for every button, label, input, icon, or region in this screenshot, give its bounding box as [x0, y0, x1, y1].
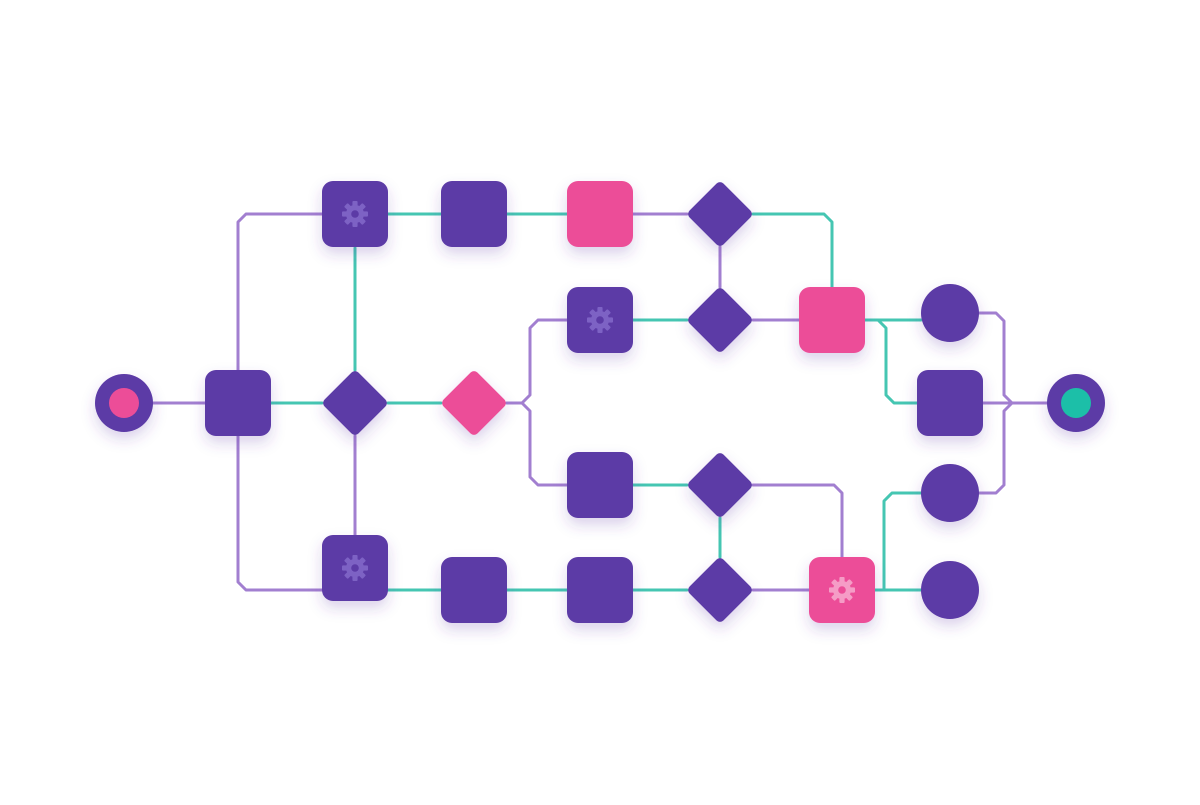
node-pink-decision[interactable]	[440, 369, 508, 437]
node-upper-gear[interactable]	[567, 287, 633, 353]
node-start-core	[109, 388, 139, 418]
gear-icon	[342, 555, 368, 581]
node-bottom-decision[interactable]	[686, 556, 754, 624]
node-lower-decision[interactable]	[686, 451, 754, 519]
node-split[interactable]	[205, 370, 271, 436]
node-mid-decision[interactable]	[321, 369, 389, 437]
edge-top-decision-to-merge-pink	[751, 212, 834, 289]
node-top-task[interactable]	[441, 181, 507, 247]
node-bottom-task-1[interactable]	[441, 557, 507, 623]
edge-pink-decision-to-lower-task	[505, 401, 569, 487]
node-end-core	[1061, 388, 1091, 418]
node-layer	[95, 180, 1105, 624]
node-bottom-pink-gear[interactable]	[809, 557, 875, 623]
gear-icon	[829, 577, 855, 603]
gear-icon	[587, 307, 613, 333]
node-bottom-task-2[interactable]	[567, 557, 633, 623]
node-end[interactable]	[1047, 374, 1105, 432]
edge-split-to-top-gear	[236, 212, 324, 405]
node-top-pink[interactable]	[567, 181, 633, 247]
gear-icon	[342, 201, 368, 227]
edge-split-to-bottom-gear	[236, 401, 324, 592]
node-top-gear[interactable]	[322, 181, 388, 247]
edge-out-circle-1-to-end	[977, 311, 1050, 405]
node-out-circle-1[interactable]	[921, 284, 979, 342]
node-lower-task[interactable]	[567, 452, 633, 518]
edge-pink-decision-to-upper-gear	[505, 318, 569, 405]
edge-out-circle-2-to-end	[977, 401, 1050, 495]
node-out-circle-3[interactable]	[921, 561, 979, 619]
edge-bottom-pink-gear-to-out-circle-2	[873, 491, 923, 592]
node-merge-pink[interactable]	[799, 287, 865, 353]
node-upper-decision[interactable]	[686, 286, 754, 354]
node-bottom-gear[interactable]	[322, 535, 388, 601]
node-start[interactable]	[95, 374, 153, 432]
node-top-decision[interactable]	[686, 180, 754, 248]
node-out-square[interactable]	[917, 370, 983, 436]
edge-layer	[148, 212, 1050, 592]
edge-merge-pink-to-out-square	[863, 318, 919, 405]
node-out-circle-2[interactable]	[921, 464, 979, 522]
edge-lower-decision-to-bottom-pink-gear	[751, 483, 844, 559]
